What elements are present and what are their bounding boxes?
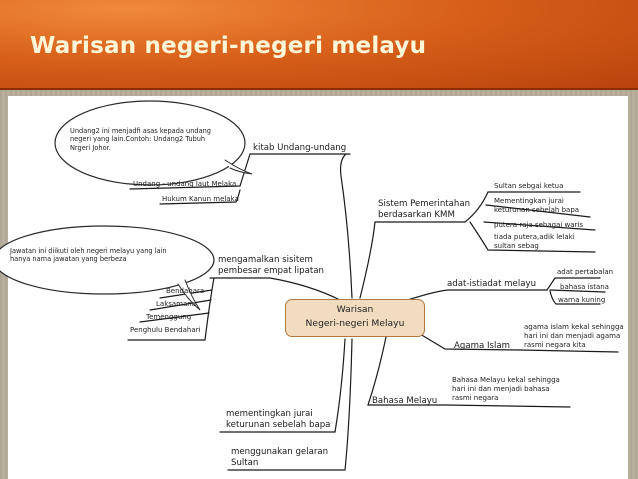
branch-kitab-undang-undang: kitab Undang-undang: [253, 143, 347, 153]
branch-bahasa-melayu: Bahasa Melayu: [372, 396, 438, 406]
branch-adat-istiadat: adat-istiadat melayu: [447, 279, 537, 289]
adat-sub-line-2: [549, 289, 606, 293]
agama-sub-line-1: agama islam kekal sehingga: [524, 323, 624, 331]
branch-agama-islam: Agama Islam: [454, 341, 511, 351]
sistem-sub-jurai-line-2: keturunan sebelah bapa: [494, 206, 580, 214]
branch-jurai-line-1: mementingkan jurai: [226, 409, 313, 419]
adat-sub-stem: [546, 277, 601, 291]
bubble-top-tail: [224, 159, 253, 175]
trunk-bahasa: [367, 336, 447, 406]
pembesar-sub-penghulu-bendahari: Penghulu Bendahari: [130, 326, 201, 334]
branch-pembesar-line-1: mengamalkan sisitem: [218, 255, 313, 265]
bubble-top-line: negeri yang lain.Contoh: Undang2 Tubuh: [70, 135, 206, 144]
kitab-sub-line-2: [159, 189, 241, 205]
sistem-sub-tiada-line-2: sultan sebag: [494, 242, 539, 250]
bubble-top-shape: [54, 100, 246, 186]
branch-pembesar-line-2: pembesar empat lipatan: [218, 266, 324, 276]
branch-pembesar: mengamalkan sisitem pembesar empat lipat…: [218, 255, 324, 277]
bahasa-sub-line-2: hari ini dan menjadi bahasa: [452, 385, 550, 393]
agama-sub-line-3: rasmi negara kita: [524, 341, 586, 349]
slide-title: Warisan negeri-negeri melayu: [30, 33, 427, 59]
sistem-sub-tiada-line-1: tiada putera,adik lelaki: [494, 233, 575, 241]
branch-gelaran: menggunakan gelaran Sultan: [231, 447, 328, 469]
adat-sub-line-3: [549, 290, 601, 305]
title-banner: [0, 0, 638, 90]
branch-sistem-line-1: Sistem Pemerintahan: [378, 199, 471, 209]
sistem-sub-jurai: Mementingkan jurai keturunan sebelah bap…: [494, 197, 579, 215]
bahasa-sub-line-1: Bahasa Melayu kekal sehingga: [452, 376, 560, 384]
agama-sub-text: agama islam kekal sehingga hari ini dan …: [524, 323, 624, 350]
bahasa-sub-line-3: rasmi negara: [452, 394, 499, 402]
sistem-sub-line-4: [469, 221, 596, 253]
pembesar-sub-line-3: [139, 312, 210, 323]
bubble-middle-line: Jawatan ini diikuti oleh negeri melayu y…: [10, 247, 167, 255]
trunk-sistem: [359, 221, 466, 299]
adat-sub-bahasa-istana: bahasa istana: [560, 283, 609, 291]
bubble-top-line: Nrgeri Johor.: [70, 143, 111, 152]
sistem-sub-jurai-line-1: Mementingkan jurai: [494, 197, 564, 205]
branch-sistem-pemerintahan: Sistem Pemerintahan berdasarkan KMM: [378, 199, 470, 221]
bubble-middle-text: Jawatan ini diikuti oleh negeri melayu y…: [10, 247, 167, 264]
branch-jurai-line-2: keturunan sebelah bapa: [226, 420, 331, 430]
sistem-sub-tiada-putera: tiada putera,adik lelaki sultan sebag: [494, 233, 575, 251]
pembesar-sub-line-2: [149, 299, 212, 311]
agama-sub-line: [519, 349, 619, 353]
sistem-sub-putera-raja: putera raja sebagai waris: [494, 221, 584, 229]
pembesar-sub-laksamana: Laksamana: [156, 300, 197, 308]
bubble-middle-tail: [177, 279, 201, 311]
kitab-sub-hukum-kanun: Hukum Kanun melaka: [162, 195, 239, 203]
central-node-text: Warisan Negeri-negeri Melayu: [285, 303, 425, 331]
pembesar-sub-temenggung: Temenggung: [146, 313, 192, 321]
sistem-sub-sultan-ketua: Sultan sebgai ketua: [494, 182, 564, 190]
central-node-line-2: Negeri-negeri Melayu: [305, 318, 405, 329]
sistem-sub-line-3: [483, 221, 596, 231]
kitab-sub-undang-laut: Undang - undang laut Melaka: [133, 180, 237, 188]
bubble-middle-line: hanya nama jawatan yang berbeza: [10, 255, 127, 264]
bubble-top-text: Undang2 ini menjadfi asas kepada undang …: [70, 127, 211, 152]
pembesar-sub-stem: [127, 277, 215, 341]
agama-sub-line-2: hari ini dan menjadi agama: [524, 332, 621, 340]
bubble-top-line: Undang2 ini menjadfi asas kepada undang: [70, 127, 211, 135]
bahasa-sub-text: Bahasa Melayu kekal sehingga hari ini da…: [452, 376, 560, 403]
trunk-pembesar: [209, 277, 341, 301]
trunk-kitab: [339, 153, 353, 299]
branch-sistem-line-2: berdasarkan KMM: [378, 210, 455, 220]
sistem-sub-line-2: [485, 204, 591, 218]
pembesar-sub-bendahara: Bendahara: [166, 287, 205, 295]
branch-jurai: mementingkan jurai keturunan sebelah bap…: [226, 409, 330, 431]
trunk-gelaran: [227, 338, 353, 471]
adat-sub-pertabalan: adat pertabalan: [557, 268, 614, 276]
central-node-line-1: Warisan: [336, 304, 374, 315]
central-node-box: [285, 299, 425, 337]
bahasa-sub-line: [445, 404, 571, 408]
branch-gelaran-line-1: menggunakan gelaran: [231, 447, 329, 457]
sistem-sub-stem: [464, 191, 581, 223]
branch-gelaran-line-2: Sultan: [231, 458, 259, 468]
trunk-jurai: [219, 338, 346, 433]
bubble-middle-shape: [0, 225, 215, 295]
adat-sub-warna-kuning: warna kuning: [558, 296, 606, 304]
